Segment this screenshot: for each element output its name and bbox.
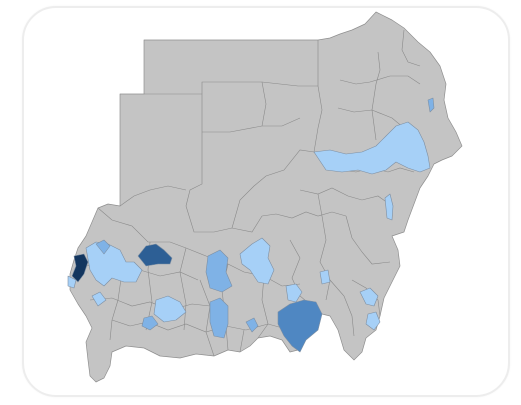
region-east-mid — [319, 269, 331, 285]
region-southwest-b — [91, 291, 107, 307]
region-south-center-a — [209, 297, 229, 339]
region-central-west-dark — [137, 243, 173, 267]
region-central-band-b — [205, 249, 233, 293]
region-west-border-dark — [71, 253, 89, 283]
region-southeast-large — [277, 299, 323, 353]
region-southwest-a — [95, 239, 111, 255]
region-northeast-band — [313, 121, 431, 175]
region-east-south-b — [365, 311, 381, 331]
region-central-band-a — [239, 237, 275, 285]
region-center-small-a — [141, 315, 159, 331]
region-east-small-strip — [384, 193, 394, 221]
region-south-center-b — [285, 283, 303, 303]
region-darfur-cluster — [85, 241, 143, 287]
internal-borders — [85, 29, 421, 357]
region-south-center-c — [245, 317, 259, 333]
region-west-border-small — [67, 275, 77, 289]
region-central-band-c — [153, 295, 187, 323]
highlighted-regions — [67, 97, 435, 353]
region-east-south-a — [359, 287, 379, 307]
region-northeast-coast-tiny — [427, 97, 435, 113]
